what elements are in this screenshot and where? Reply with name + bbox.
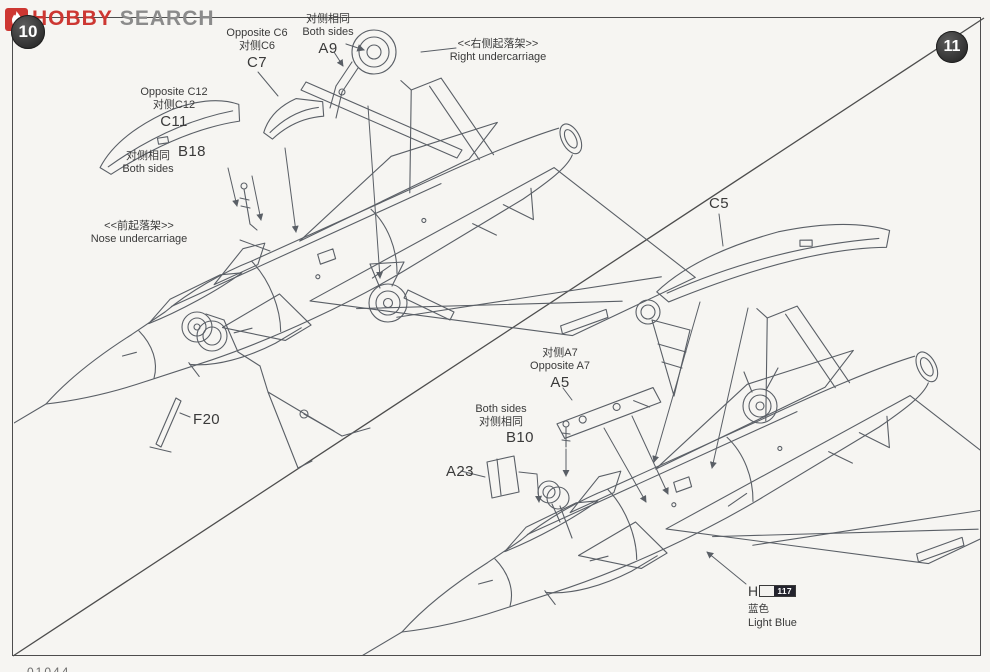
- step-divider-line: [12, 17, 985, 657]
- paint-swatch-code: 117: [774, 586, 796, 596]
- paint-swatch: 117: [759, 585, 797, 597]
- logo-word-hobby: HOBBY: [32, 7, 113, 30]
- part-c11-drawing: [99, 100, 241, 175]
- jet-10-drawing: [14, 19, 696, 588]
- step-10-badge: 10: [11, 15, 45, 49]
- step10-parts-drawing: [99, 29, 463, 469]
- label-nose-uc-en: Nose undercarriage: [90, 233, 188, 246]
- paint-swatch-light: [760, 586, 775, 596]
- label-b10-en: Both sides: [475, 403, 527, 415]
- label-right-uc-en: Right undercarriage: [449, 51, 547, 64]
- label-b10-cn: 对侧相同: [479, 416, 523, 429]
- label-a7-en: Opposite A7: [530, 360, 590, 373]
- label-b18-cn: 对侧相同: [126, 150, 170, 162]
- label-b10-both-sides: Both sides 对侧相同: [475, 403, 526, 429]
- part-code-b18: B18: [178, 143, 206, 160]
- part-code-c11: C11: [160, 113, 188, 131]
- label-opposite-c12: Opposite C12 对侧C12 C11: [140, 86, 207, 131]
- logo-word-search: SEARCH: [119, 7, 215, 30]
- part-code-a9: A9: [318, 40, 338, 58]
- step-11-badge: 11: [936, 31, 968, 63]
- label-opposite-a7: 对侧A7 Opposite A7 A5: [530, 347, 590, 392]
- part-code-a23: A23: [446, 463, 474, 480]
- part-c7-drawing: [263, 98, 325, 140]
- label-a9-cn: 对侧相同: [306, 13, 350, 25]
- paint-name-cn: 蓝色: [748, 603, 769, 615]
- label-nose-uc-cn: <<前起落架>>: [104, 220, 174, 232]
- part-code-a5: A5: [550, 374, 570, 392]
- paint-callout: H 117 蓝色 Light Blue: [748, 583, 797, 629]
- part-code-f20: F20: [193, 411, 221, 428]
- label-right-undercarriage: <<右侧起落架>> Right undercarriage: [450, 38, 547, 64]
- paint-name-en: Light Blue: [748, 617, 797, 629]
- part-a5-drawing: [556, 387, 662, 439]
- part-code-c5: C5: [709, 195, 729, 212]
- label-opposite-c12-cn: 对侧C12: [152, 99, 196, 112]
- part-c5-drawing: [656, 223, 891, 303]
- part-code-b10: B10: [506, 429, 534, 446]
- label-opposite-c6-en: Opposite C6: [226, 27, 288, 39]
- label-both-sides-a9: 对侧相同 Both sides A9: [302, 13, 353, 58]
- kit-number-partial: 01044: [27, 665, 71, 672]
- label-a7-cn: 对侧A7: [542, 347, 578, 359]
- label-opposite-c6: Opposite C6 对侧C6 C7: [226, 27, 287, 72]
- step11-parts-drawing: [460, 213, 891, 585]
- label-b18-both-sides: 对侧相同 Both sides: [122, 150, 173, 176]
- label-a9-en: Both sides: [302, 26, 354, 39]
- label-nose-undercarriage: <<前起落架>> Nose undercarriage: [91, 220, 188, 246]
- paint-brand-letter: H: [748, 583, 759, 599]
- part-code-c7: C7: [247, 54, 267, 72]
- label-opposite-c12-en: Opposite C12: [140, 86, 208, 98]
- hobby-search-watermark: HOBBY SEARCH: [5, 7, 215, 31]
- label-opposite-c6-cn: 对侧C6: [238, 40, 276, 53]
- label-right-uc-cn: <<右侧起落架>>: [457, 38, 539, 50]
- label-b18-en: Both sides: [122, 163, 174, 176]
